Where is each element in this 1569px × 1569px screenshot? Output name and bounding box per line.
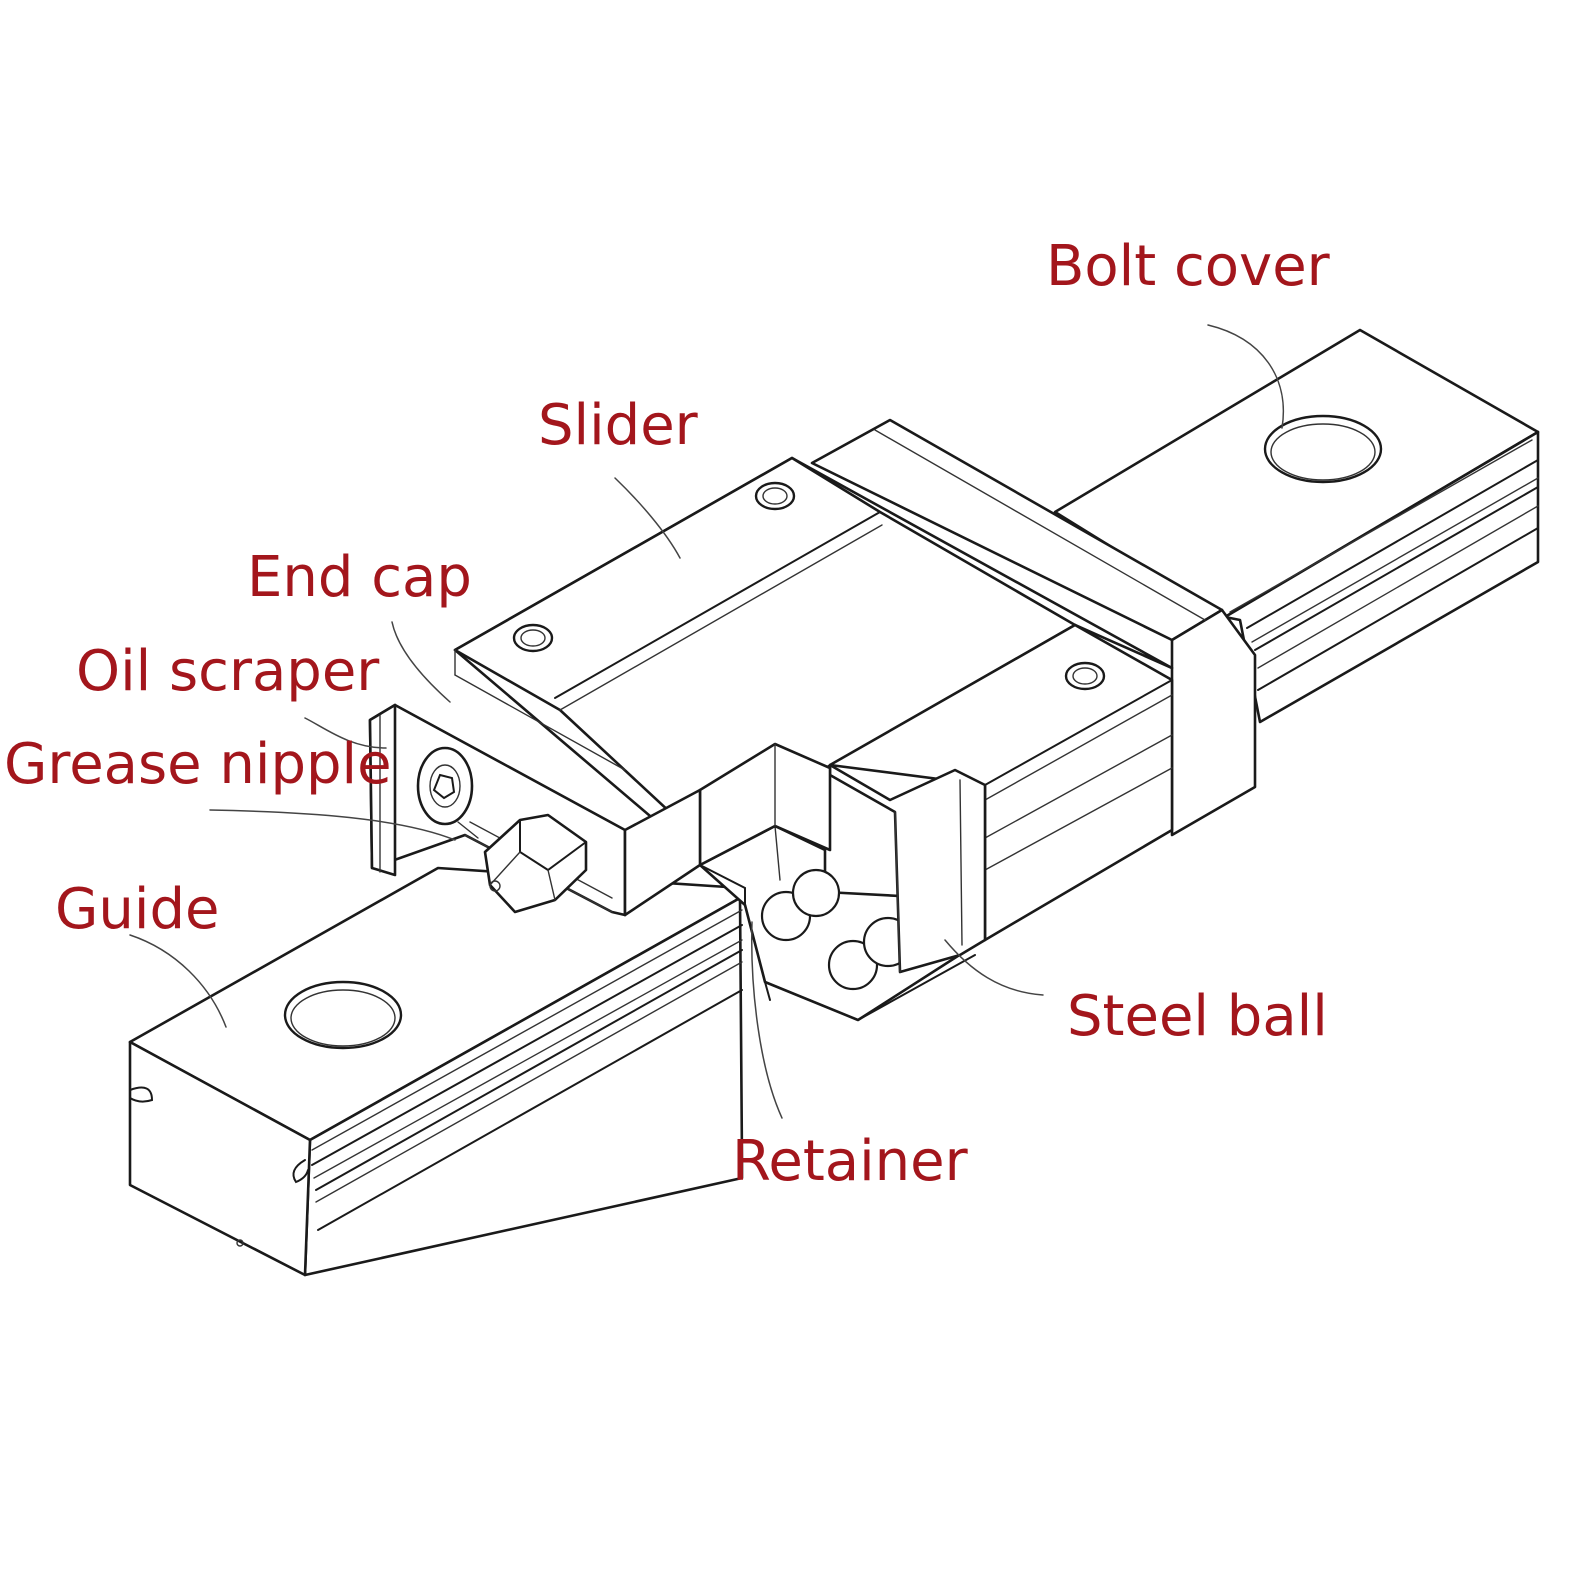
bolt-cover-rear xyxy=(1263,414,1383,484)
grease-nipple xyxy=(416,746,588,914)
leader-retainer xyxy=(751,921,783,1119)
label-bolt-cover: Bolt cover xyxy=(1046,234,1331,299)
label-guide: Guide xyxy=(55,877,219,942)
label-oil-scraper: Oil scraper xyxy=(76,639,380,704)
label-steel-ball: Steel ball xyxy=(1067,984,1328,1049)
leader-end-cap xyxy=(391,621,451,703)
leader-grease-nipple xyxy=(209,809,456,841)
slider-bolt-hole xyxy=(1064,661,1106,691)
label-retainer: Retainer xyxy=(732,1129,969,1194)
leader-bolt-cover xyxy=(1207,324,1284,429)
slider-bolt-holes xyxy=(512,481,1106,691)
steel-ball xyxy=(827,939,879,991)
steel-ball xyxy=(791,868,841,918)
label-end-cap: End cap xyxy=(247,545,472,610)
bolt-cover-rear-inner xyxy=(1270,423,1376,481)
leader-lines xyxy=(129,324,1284,1119)
leader-slider xyxy=(614,477,681,559)
label-slider: Slider xyxy=(538,393,699,458)
bolt-cover-front-inner xyxy=(290,989,396,1047)
bolt-cover-front xyxy=(283,980,403,1050)
leader-guide xyxy=(129,934,227,1028)
leader-oil-scraper xyxy=(304,717,387,749)
label-grease-nipple: Grease nipple xyxy=(4,732,392,797)
slider-bolt-hole xyxy=(512,623,554,653)
callout-labels: Bolt cover Slider End cap Oil scraper Gr… xyxy=(4,234,1331,1194)
leader-steel-ball xyxy=(944,939,1044,996)
guide-rail-front xyxy=(128,866,744,1277)
slider-bolt-hole xyxy=(754,481,796,511)
